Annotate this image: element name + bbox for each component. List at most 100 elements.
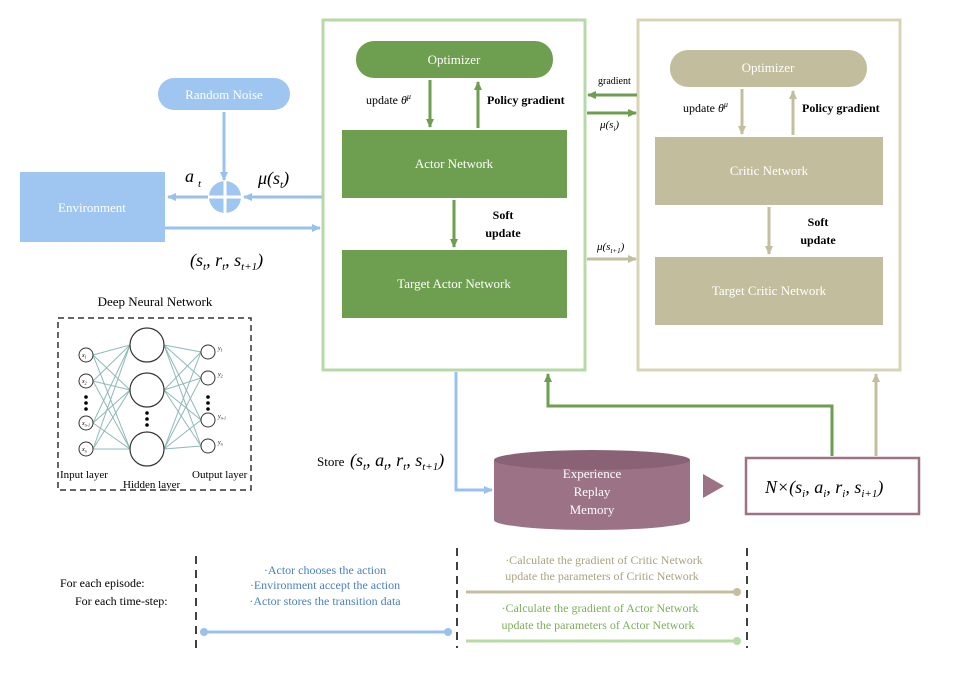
output-node [200, 438, 216, 454]
dnn-edge [163, 377, 202, 450]
actor-policy-gradient-label: Policy gradient [487, 93, 565, 107]
legend-actor-update-step-2: update the parameters of Actor Network [502, 618, 695, 632]
target-actor-network-label: Target Actor Network [397, 276, 511, 291]
critic-frame [636, 18, 902, 372]
hidden-node [129, 372, 165, 408]
output-layer-label: Output layer [192, 469, 248, 481]
input-node [78, 373, 94, 389]
dnn-hidden-layer [129, 327, 165, 467]
legend-actor-step-3: ·Actor stores the transition data [249, 594, 401, 608]
dnn-edge [92, 344, 131, 382]
input-node [78, 415, 94, 431]
critic-update-label-2: update [800, 233, 836, 247]
output-node [200, 412, 216, 428]
input-ellipsis-dot [84, 395, 88, 399]
critic-policy-gradient-label: Policy gradient [802, 101, 880, 115]
actor-optimizer-label: Optimizer [428, 52, 481, 67]
target-critic-network-label: Target Critic Network [712, 283, 827, 298]
random-noise-label: Random Noise [185, 87, 263, 102]
actor-frame [321, 18, 587, 372]
gradient-label: gradient [598, 76, 631, 87]
transition-label: (st, rt, st+1) [190, 250, 263, 273]
legend-actor-update-step-1: ·Calculate the gradient of Actor Network [502, 601, 699, 615]
legend-actor-timeline-start [200, 628, 208, 636]
output-ellipsis-dot [206, 407, 210, 411]
dnn-title: Deep Neural Network [98, 294, 213, 309]
dnn-edge [92, 344, 131, 424]
output-node-label: yn [217, 440, 223, 447]
output-node-label: yn-1 [217, 414, 226, 421]
dnn-edge [92, 344, 131, 356]
store-arrow [454, 372, 493, 494]
mu-si-label: μ(si) [599, 119, 619, 133]
dnn-edge [163, 344, 202, 447]
actor-update-label-2: update [485, 226, 521, 240]
environment-label: Environment [58, 200, 126, 215]
target-critic-network-box [655, 257, 883, 325]
legend-for-each-episode: For each episode: [60, 576, 145, 590]
dnn-edge [92, 422, 131, 450]
sample-arrow-triangle [703, 474, 724, 498]
dnn-edge [163, 351, 202, 391]
output-ellipsis-dot [206, 395, 210, 399]
output-node-label: y1 [217, 346, 223, 353]
dnn-edge [92, 389, 131, 450]
dnn-connections [92, 344, 202, 450]
actor-update-label: update θμ [366, 92, 411, 107]
input-node-label: x1 [81, 353, 87, 360]
legend-actor-timeline-end [444, 628, 452, 636]
output-node [200, 344, 216, 360]
store-transition-label: (st, at, rt, st+1) [350, 450, 444, 473]
hidden-node [129, 327, 165, 363]
random-noise-box [158, 78, 290, 110]
actor-soft-label: Soft [493, 208, 514, 222]
dnn-edge [92, 344, 131, 450]
dnn-edge [92, 389, 131, 424]
output-node-label: y2 [217, 372, 223, 379]
legend-critic-timeline-end [733, 588, 741, 596]
input-layer-label: Input layer [60, 469, 108, 481]
dnn-edge [163, 445, 202, 450]
minibatch-box [744, 456, 921, 516]
hidden-node [129, 431, 165, 467]
actor-optimizer-box [356, 41, 553, 78]
minibatch-to-actor-arrow [544, 373, 834, 456]
legend-for-each-time-step: For each time-step: [75, 594, 168, 608]
dnn-edge [92, 354, 131, 391]
dnn-edge [163, 377, 202, 391]
replay-label-2: Replay [574, 484, 611, 499]
dnn-edge [163, 344, 202, 421]
experience-replay-memory [494, 450, 690, 530]
output-node [200, 370, 216, 386]
critic-optimizer-box [670, 50, 867, 87]
dnn-edge [163, 389, 202, 447]
actor-network-label: Actor Network [415, 156, 494, 171]
input-node [78, 347, 94, 363]
mu-st-label: μ(st) [257, 168, 289, 191]
input-node-label: xn [81, 447, 87, 454]
dnn-edge [163, 389, 202, 421]
critic-optimizer-label: Optimizer [742, 60, 795, 75]
replay-top [494, 450, 690, 470]
hidden-layer-label: Hidden layer [123, 479, 180, 491]
hidden-ellipsis-dot [145, 417, 149, 421]
critic-update-label: update θμ [683, 100, 728, 115]
input-node-label: x2 [81, 379, 87, 386]
legend-actor-update-timeline-end [733, 637, 741, 645]
hidden-ellipsis-dot [145, 411, 149, 415]
input-ellipsis-dot [84, 401, 88, 405]
input-ellipsis-dot [84, 407, 88, 411]
target-actor-network-box [342, 250, 567, 318]
legend-actor-step-1: ·Actor chooses the action [264, 563, 386, 577]
dnn-output-layer: y1 y2 yn-1 yn [200, 344, 226, 454]
dnn-edge [92, 380, 131, 391]
hidden-ellipsis-dot [145, 423, 149, 427]
replay-bottom [494, 510, 690, 530]
mu-st1-label: μ(st+1) [596, 241, 625, 255]
dnn-box [57, 317, 252, 491]
dnn-edge [92, 380, 131, 450]
dnn-edge [163, 344, 202, 353]
actor-network-box [342, 130, 567, 198]
